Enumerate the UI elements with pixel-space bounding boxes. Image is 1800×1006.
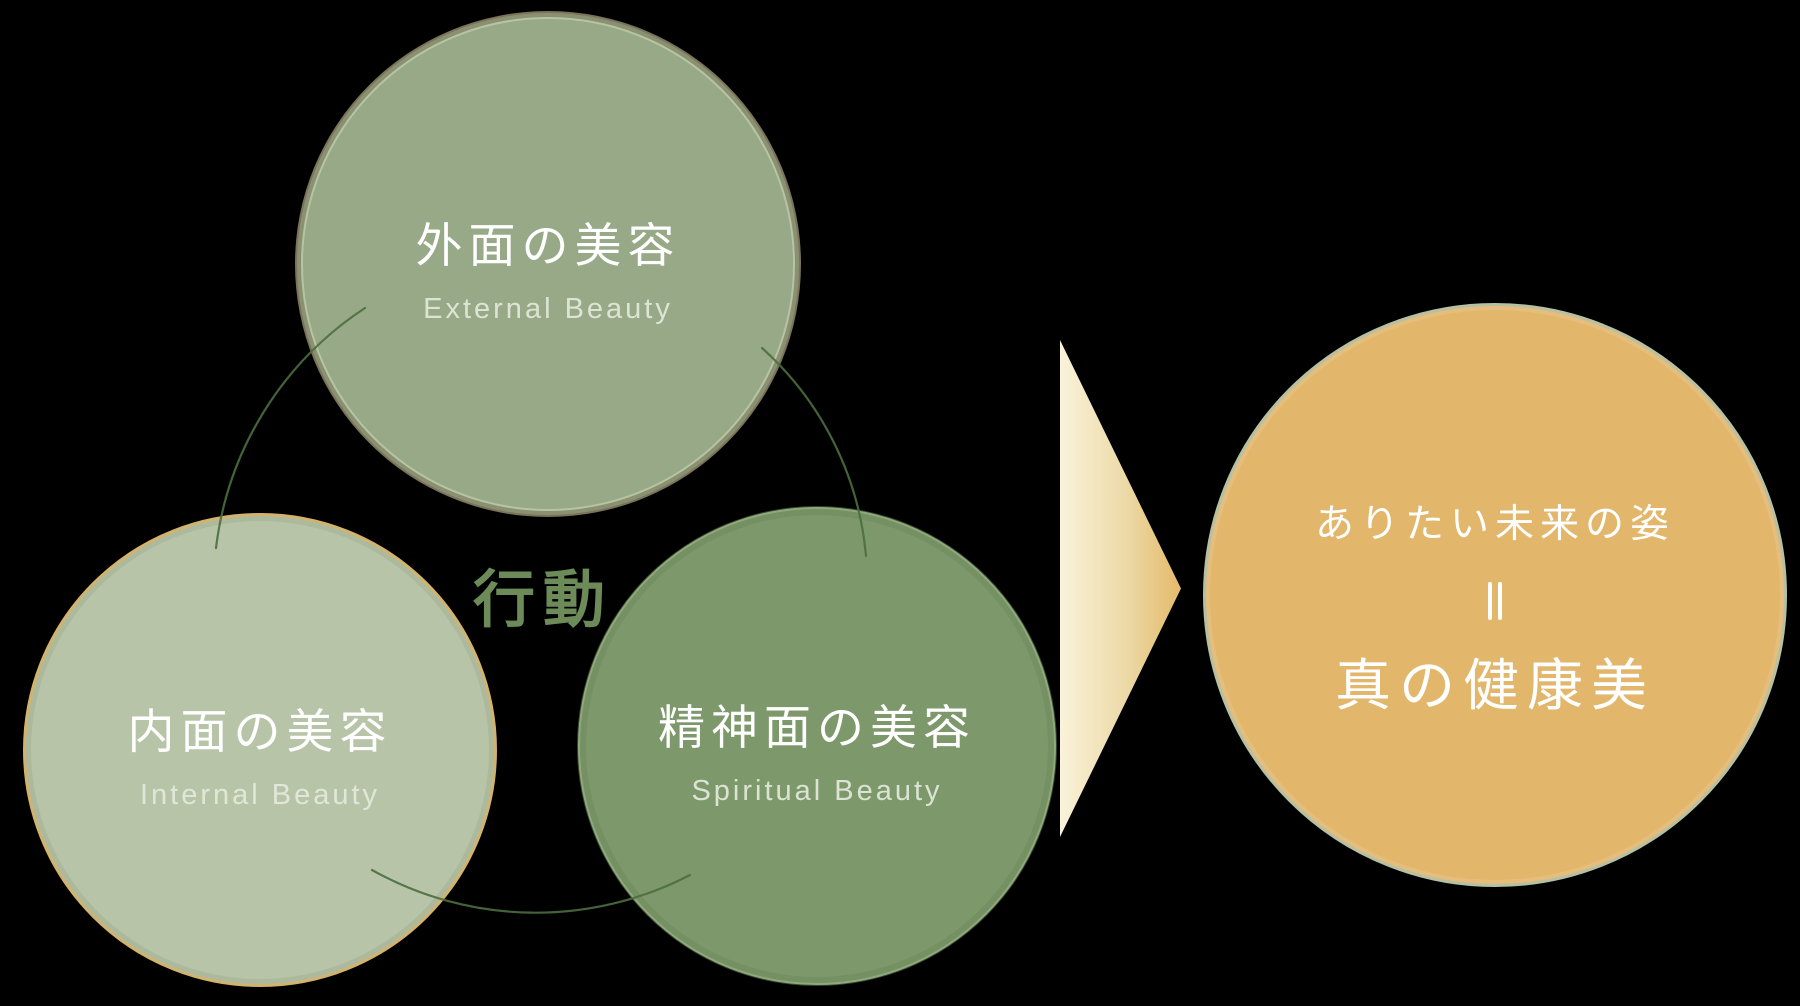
- equals-bar-right: [1497, 581, 1502, 620]
- arrow-right-icon: [1060, 340, 1181, 837]
- circle-spiritual-beauty: 精神面の美容 Spiritual Beauty: [578, 507, 1056, 985]
- internal-beauty-en-label: Internal Beauty: [139, 779, 381, 811]
- external-beauty-jp-label: 外面の美容: [415, 219, 681, 272]
- result-line1-label: ありたい未来の姿: [1314, 502, 1675, 546]
- equals-symbol: [1487, 581, 1502, 620]
- result-line2-label: 真の健康美: [1334, 653, 1655, 717]
- spiritual-beauty-jp-label: 精神面の美容: [658, 701, 976, 754]
- circle-internal-text-block: 内面の美容 Internal Beauty: [128, 708, 393, 810]
- spiritual-beauty-en-label: Spiritual Beauty: [691, 775, 943, 807]
- action-label: 行動: [472, 566, 614, 635]
- external-beauty-en-label: External Beauty: [423, 293, 673, 325]
- result-text-block: ありたい未来の姿 真の健康美: [1315, 505, 1675, 714]
- circle-external-beauty: 外面の美容 External Beauty: [301, 17, 795, 511]
- internal-beauty-jp-label: 内面の美容: [127, 705, 393, 758]
- circle-external-text-block: 外面の美容 External Beauty: [416, 222, 681, 324]
- circle-internal-beauty: 内面の美容 Internal Beauty: [23, 513, 497, 987]
- equals-bar-left: [1487, 581, 1492, 620]
- circle-true-healthy-beauty: ありたい未来の姿 真の健康美: [1203, 303, 1787, 887]
- circle-spiritual-text-block: 精神面の美容 Spiritual Beauty: [658, 704, 976, 806]
